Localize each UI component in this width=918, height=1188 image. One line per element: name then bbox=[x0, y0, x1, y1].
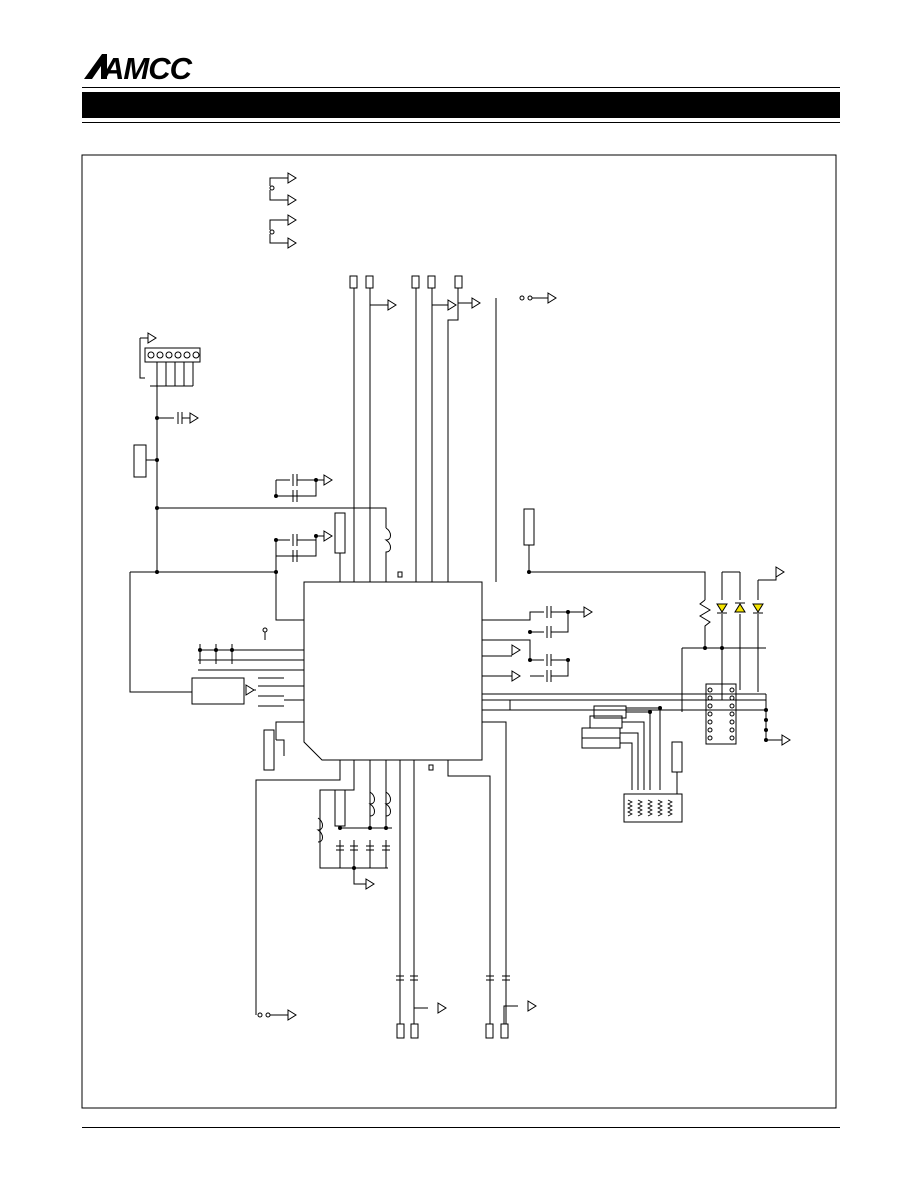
header-rule bbox=[82, 87, 840, 88]
led-symbols bbox=[716, 602, 764, 614]
resistor-top bbox=[334, 512, 346, 554]
decoupling-caps-right bbox=[482, 606, 593, 682]
resistor-right-top bbox=[523, 508, 535, 546]
top-connectors bbox=[349, 275, 557, 311]
led-1 bbox=[716, 603, 728, 613]
logo-triangle-mark bbox=[84, 54, 107, 79]
resistor-zigzags bbox=[627, 799, 673, 817]
title-bar-rule bbox=[82, 122, 840, 123]
resistor-left bbox=[133, 444, 147, 478]
led-2 bbox=[734, 603, 746, 613]
bottom-connectors bbox=[396, 1000, 537, 1039]
amcc-logo: AMCC bbox=[84, 51, 194, 84]
dip-switch bbox=[705, 683, 737, 745]
decoupling-caps-upper bbox=[275, 474, 333, 621]
resistor-network bbox=[581, 705, 683, 823]
logo-text: AMCC bbox=[101, 51, 193, 84]
title-bar bbox=[82, 92, 840, 118]
header-connector-6pin bbox=[139, 332, 201, 418]
junction-dots bbox=[155, 416, 768, 870]
led-3 bbox=[752, 603, 764, 613]
dip-switch-contacts bbox=[707, 687, 735, 741]
main-ic bbox=[303, 581, 483, 761]
jumper-group-top bbox=[269, 172, 297, 249]
footer-rule bbox=[82, 1127, 840, 1128]
led-array bbox=[699, 566, 785, 700]
left-transformer-cluster bbox=[191, 627, 304, 771]
schematic-frame bbox=[81, 154, 837, 1109]
